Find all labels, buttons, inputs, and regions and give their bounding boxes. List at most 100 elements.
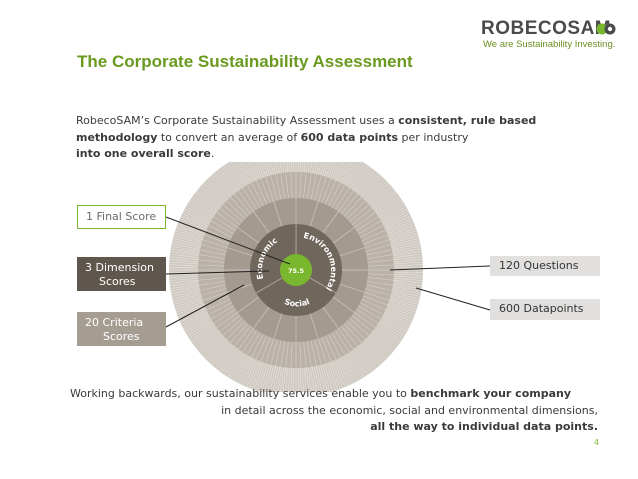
datapoint-ray <box>244 162 255 182</box>
question-ray <box>260 178 271 203</box>
question-ray <box>356 308 379 324</box>
datapoint-ray <box>376 325 401 343</box>
datapoint-ray <box>373 329 398 347</box>
datapoint-ray <box>208 177 230 199</box>
datapoint-ray <box>170 284 200 289</box>
datapoint-ray <box>196 190 220 210</box>
datapoint-ray <box>193 327 217 345</box>
intro-paragraph: RobecoSAM’s Corporate Sustainability Ass… <box>76 114 537 160</box>
datapoint-ray <box>389 298 418 307</box>
robecosam-logo-icon <box>596 23 616 35</box>
datapoint-ray <box>333 360 346 388</box>
datapoint-ray <box>350 164 367 189</box>
datapoint-ray <box>194 329 219 347</box>
question-ray <box>328 334 341 358</box>
question-ray <box>210 220 234 235</box>
datapoint-ray <box>194 193 219 211</box>
question-ray <box>246 184 261 208</box>
question-ray <box>198 264 225 267</box>
datapoint-ray <box>365 338 387 360</box>
datapoint-ray <box>255 162 263 179</box>
datapoint-ray <box>277 162 280 174</box>
datapoint-ray <box>171 245 200 252</box>
datapoint-ray <box>229 353 246 379</box>
datapoint-ray <box>182 313 209 327</box>
question-ray <box>366 249 392 256</box>
datapoint-ray <box>379 320 405 337</box>
question-ray <box>260 337 271 362</box>
datapoint-ray <box>392 248 422 254</box>
datapoint-ray <box>291 162 293 173</box>
question-ray <box>303 341 307 368</box>
datapoint-ray <box>172 238 202 246</box>
datapoint-ray <box>361 342 382 365</box>
question-ray <box>290 172 293 199</box>
question-ray <box>343 196 362 217</box>
datapoint-ray <box>390 296 419 305</box>
datapoint-ray <box>169 271 199 273</box>
datapoint-ray <box>169 256 199 261</box>
datapoint-ray <box>385 218 413 231</box>
center-score: 75.5 <box>288 267 305 275</box>
criteria-spoke <box>332 296 355 313</box>
datapoint-ray <box>322 162 327 176</box>
datapoint-ray <box>393 261 423 265</box>
datapoint-ray <box>196 330 220 350</box>
datapoint-ray <box>327 162 334 178</box>
datapoint-ray <box>376 197 401 215</box>
question-ray <box>222 317 243 336</box>
datapoint-ray <box>179 309 207 322</box>
datapoint-ray <box>275 162 278 174</box>
datapoint-ray <box>382 315 409 330</box>
datapoint-ray <box>169 275 199 279</box>
datapoint-ray <box>197 188 221 208</box>
datapoint-ray <box>297 367 299 392</box>
datapoint-ray <box>392 251 422 256</box>
datapoint-ray <box>183 210 210 225</box>
question-ray <box>351 208 373 225</box>
datapoint-ray <box>269 365 276 392</box>
datapoint-ray <box>346 353 363 379</box>
question-ray <box>242 330 258 353</box>
datapoint-ray <box>263 162 268 177</box>
datapoint-ray <box>270 162 274 175</box>
question-ray <box>303 172 307 199</box>
datapoint-ray <box>177 223 205 235</box>
datapoint-ray <box>348 162 365 188</box>
page-number: 4 <box>594 438 600 447</box>
question-ray <box>238 328 254 350</box>
questions-label: 120 Questions <box>490 256 600 276</box>
datapoint-ray <box>286 162 289 173</box>
datapoint-ray <box>169 267 199 269</box>
question-ray <box>242 187 258 210</box>
datapoint-ray <box>387 305 415 317</box>
datapoint-ray <box>223 350 241 375</box>
datapoint-ray <box>258 162 265 178</box>
question-ray <box>255 335 267 360</box>
question-ray <box>364 239 390 249</box>
datapoint-ray <box>381 316 408 332</box>
datapoint-ray <box>267 365 274 392</box>
question-ray <box>341 193 358 215</box>
datapoint-ray <box>356 346 376 370</box>
datapoint-ray <box>372 330 396 350</box>
datapoint-ray <box>234 355 250 382</box>
question-ray <box>234 193 251 215</box>
datapoint-ray <box>175 301 204 313</box>
datapoint-ray <box>365 180 387 202</box>
datapoint-ray <box>170 248 200 254</box>
datapoint-ray <box>174 233 203 242</box>
datapoint-ray <box>264 364 272 392</box>
datapoint-ray <box>393 277 423 281</box>
question-ray <box>361 299 386 311</box>
datapoint-ray <box>169 279 199 284</box>
datapoint-ray <box>251 361 263 390</box>
datapoint-ray <box>219 347 237 372</box>
question-ray <box>200 284 226 291</box>
datapoint-ray <box>252 162 261 179</box>
datapoint-ray <box>303 162 306 173</box>
datapoint-ray <box>180 311 208 325</box>
datapoint-ray <box>185 206 212 222</box>
final-score-connector <box>165 216 291 265</box>
question-ray <box>321 178 332 203</box>
